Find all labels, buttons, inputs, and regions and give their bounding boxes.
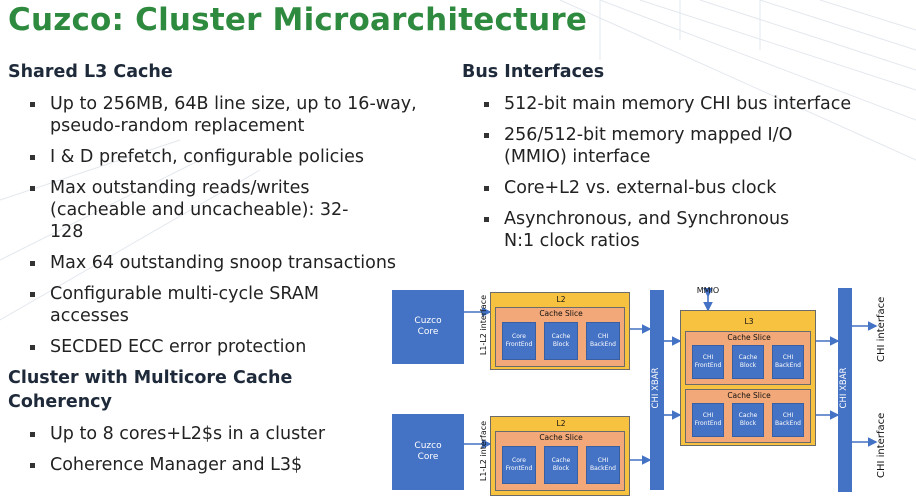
l3-cache: L3 Cache Slice CHI FrontEnd Cache Block … xyxy=(680,310,816,446)
cache-slice-label: Cache Slice xyxy=(539,433,583,442)
cluster-block-diagram: Cuzco Core L1-L2 interface Cuzco Core L1… xyxy=(388,282,916,496)
list-item: I & D prefetch, configurable policies xyxy=(6,146,426,168)
chi-backend-block: CHI BackEnd xyxy=(772,403,804,437)
chi-xbar-left xyxy=(650,290,664,490)
chi-interface-label-bottom: CHI interface xyxy=(876,412,887,478)
cache-slice-label: Cache Slice xyxy=(539,309,583,318)
cache-slice-label: Cache Slice xyxy=(727,391,771,400)
list-item: 256/512-bit memory mapped I/O (MMIO) int… xyxy=(460,124,834,168)
coherency-list: Up to 8 cores+L2$s in a cluster Coherenc… xyxy=(6,423,366,485)
cache-block: Cache Block xyxy=(544,446,578,484)
cuzco-core-2: Cuzco Core xyxy=(392,414,464,490)
list-item: Up to 8 cores+L2$s in a cluster xyxy=(6,423,366,445)
l2-label: L2 xyxy=(556,419,566,428)
shared-l3-heading: Shared L3 Cache xyxy=(8,62,173,82)
cache-slice: Cache Slice Core FrontEnd Cache Block CH… xyxy=(495,431,625,491)
chi-backend-block: CHI BackEnd xyxy=(586,322,620,360)
chi-xbar-label: CHI XBAR xyxy=(839,367,849,409)
chi-xbar-label: CHI XBAR xyxy=(651,367,661,409)
list-item: Coherence Manager and L3$ xyxy=(6,454,366,476)
cache-slice: Cache Slice Core FrontEnd Cache Block CH… xyxy=(495,307,625,367)
core-label: Cuzco Core xyxy=(414,316,442,337)
list-item: Asynchronous, and Synchronous N:1 clock … xyxy=(460,208,824,252)
cache-slice: Cache Slice CHI FrontEnd Cache Block CHI… xyxy=(685,389,811,443)
list-item: Up to 256MB, 64B line size, up to 16-way… xyxy=(6,93,426,137)
list-item: Max 64 outstanding snoop transactions xyxy=(6,252,426,274)
shared-l3-list: Up to 256MB, 64B line size, up to 16-way… xyxy=(6,93,426,367)
bus-heading: Bus Interfaces xyxy=(462,62,605,82)
chi-frontend-block: CHI FrontEnd xyxy=(692,345,724,379)
l2-cache-1: L2 Cache Slice Core FrontEnd Cache Block… xyxy=(490,292,630,370)
chi-backend-block: CHI BackEnd xyxy=(772,345,804,379)
mmio-label: MMIO xyxy=(696,286,720,295)
cache-slice: Cache Slice CHI FrontEnd Cache Block CHI… xyxy=(685,331,811,385)
cache-block: Cache Block xyxy=(732,345,764,379)
cache-block: Cache Block xyxy=(544,322,578,360)
list-item: 512-bit main memory CHI bus interface xyxy=(460,93,880,115)
chi-xbar-right xyxy=(838,288,852,492)
cuzco-core-1: Cuzco Core xyxy=(392,290,464,364)
core-frontend-block: Core FrontEnd xyxy=(502,322,536,360)
core-label: Cuzco Core xyxy=(414,441,442,462)
list-item: SECDED ECC error protection xyxy=(6,336,426,358)
chi-interface-label-top: CHI interface xyxy=(876,296,887,362)
l2-label: L2 xyxy=(556,295,566,304)
chi-frontend-block: CHI FrontEnd xyxy=(692,403,724,437)
connection-arrows xyxy=(456,288,878,465)
list-item: Max outstanding reads/writes (cacheable … xyxy=(6,177,360,243)
cache-block: Cache Block xyxy=(732,403,764,437)
list-item: Configurable multi-cycle SRAM accesses xyxy=(6,283,350,327)
l1-l2-interface-label: L1-L2 interface xyxy=(479,294,488,356)
l2-cache-2: L2 Cache Slice Core FrontEnd Cache Block… xyxy=(490,416,630,496)
list-item: Core+L2 vs. external-bus clock xyxy=(460,177,880,199)
l3-label: L3 xyxy=(744,317,754,326)
cache-slice-label: Cache Slice xyxy=(727,333,771,342)
chi-backend-block: CHI BackEnd xyxy=(586,446,620,484)
coherency-heading: Cluster with Multicore Cache Coherency xyxy=(8,368,293,412)
core-frontend-block: Core FrontEnd xyxy=(502,446,536,484)
slide-title: Cuzco: Cluster Microarchitecture xyxy=(8,2,588,38)
bus-list: 512-bit main memory CHI bus interface 25… xyxy=(460,93,880,261)
l1-l2-interface-label: L1-L2 interface xyxy=(479,420,488,482)
